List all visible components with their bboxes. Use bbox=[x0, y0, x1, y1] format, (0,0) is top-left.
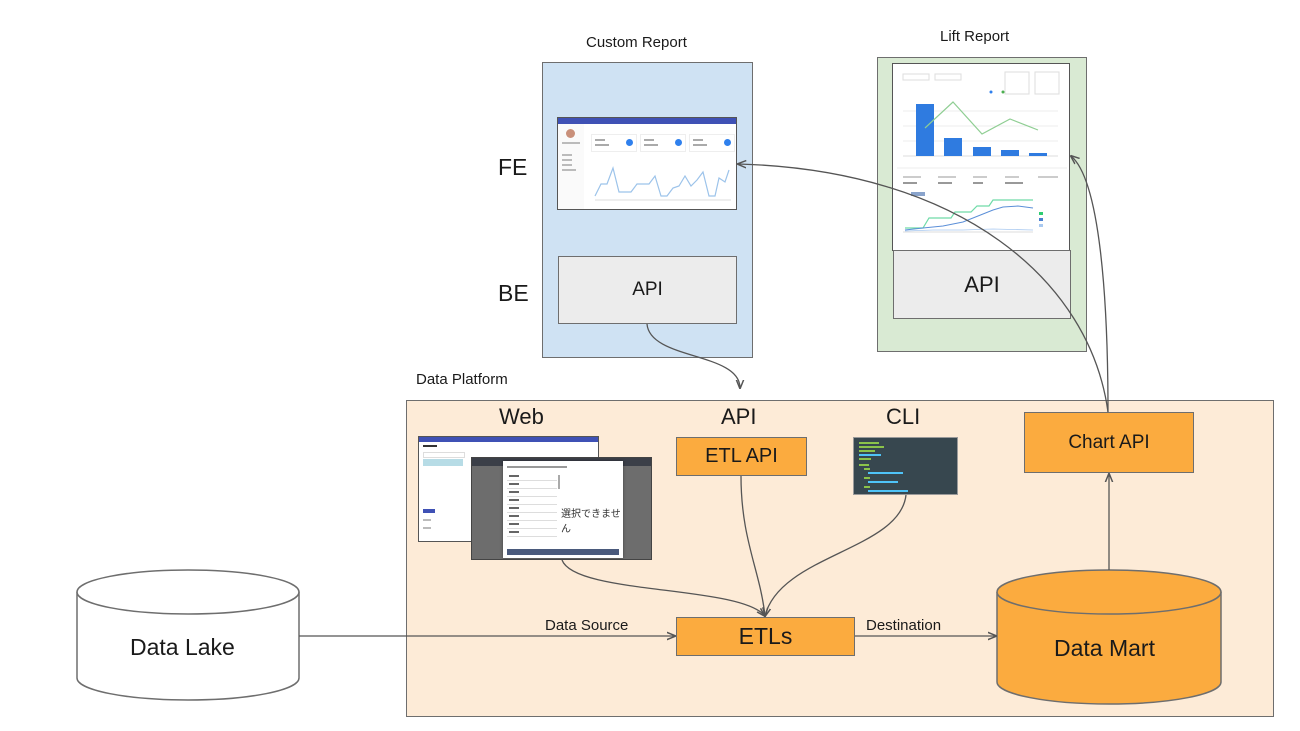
bar bbox=[1029, 153, 1047, 156]
custom-report-dashboard-thumbnail bbox=[557, 117, 737, 210]
bar bbox=[916, 104, 934, 156]
web-ui-screenshot-segment-dialog: 選択できません bbox=[471, 457, 652, 560]
bar bbox=[944, 138, 962, 156]
fe-label: FE bbox=[498, 154, 528, 180]
chart-api-box: Chart API bbox=[1024, 412, 1194, 473]
data-mart-label: Data Mart bbox=[1054, 635, 1155, 661]
kpi-card bbox=[689, 134, 735, 152]
lift-report-title: Lift Report bbox=[940, 28, 1010, 45]
data-lake-cylinder bbox=[76, 569, 300, 701]
sidebar-line bbox=[562, 169, 576, 171]
kpi-card bbox=[591, 134, 637, 152]
cli-terminal-screenshot bbox=[853, 437, 958, 495]
sidebar-line bbox=[562, 154, 572, 156]
data-lake-label: Data Lake bbox=[130, 634, 235, 660]
sidebar-line bbox=[562, 142, 580, 144]
destination-edge-label: Destination bbox=[866, 617, 942, 634]
custom-report-api-label: API bbox=[632, 279, 663, 300]
sidebar-line bbox=[562, 159, 572, 161]
etls-box: ETLs bbox=[676, 617, 855, 656]
sidebar-line bbox=[562, 164, 572, 166]
lift-line bbox=[924, 101, 1039, 135]
data-source-edge-label: Data Source bbox=[545, 617, 629, 634]
custom-report-title: Custom Report bbox=[586, 34, 687, 51]
custom-report-api-box: API bbox=[558, 256, 737, 324]
avatar bbox=[566, 129, 575, 138]
kpi-card bbox=[640, 134, 686, 152]
dashboard-line-chart bbox=[594, 165, 731, 201]
be-label: BE bbox=[498, 280, 529, 306]
segment-dialog: 選択できません bbox=[503, 461, 623, 558]
dialog-message: 選択できません bbox=[561, 509, 621, 535]
lift-bar-chart bbox=[903, 101, 1058, 157]
data-mart-cylinder bbox=[996, 569, 1222, 705]
etls-label: ETLs bbox=[738, 623, 793, 649]
dialog-submit-button bbox=[507, 549, 619, 555]
dashboard-header-bar bbox=[558, 118, 736, 124]
dashboard-sidebar bbox=[558, 124, 584, 209]
bar bbox=[1001, 150, 1019, 156]
web-label: Web bbox=[499, 404, 544, 429]
chart-api-label: Chart API bbox=[1068, 431, 1150, 453]
bar bbox=[973, 147, 991, 156]
etl-api-label: ETL API bbox=[705, 445, 778, 467]
etl-api-box: ETL API bbox=[676, 437, 807, 476]
data-platform-title: Data Platform bbox=[416, 371, 508, 388]
